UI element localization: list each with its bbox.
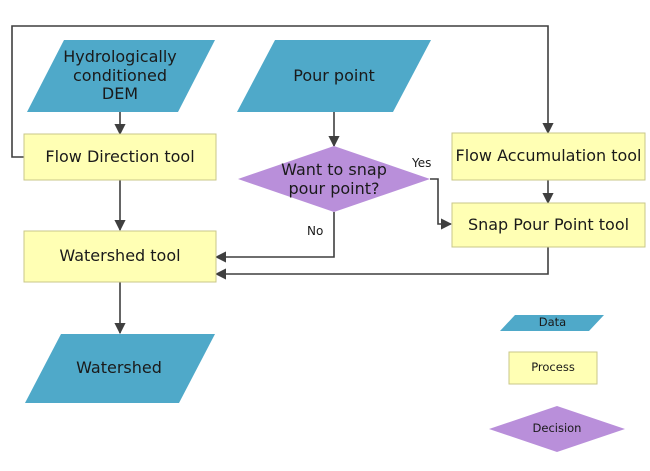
connector-snap-to-watershed-tool: [214, 247, 549, 280]
legend-decision-label: Decision: [532, 421, 582, 436]
node-dem-shape: [27, 40, 215, 112]
node-dem-label: Hydrologically conditioned DEM: [63, 46, 177, 104]
connector-decision-no-to-watershed-tool: [214, 212, 335, 263]
legend-data-shape: [500, 315, 604, 331]
node-pour-point-shape: [237, 40, 431, 112]
node-snap-pour-point-shape: [451, 202, 646, 248]
edge-label-yes: Yes: [412, 156, 432, 170]
legend-data-label: Data: [538, 314, 567, 329]
node-flow-accumulation-shape: [451, 132, 646, 181]
node-watershed-shape: [25, 334, 215, 403]
connector-flow-direction-to-flow-accumulation: [11, 25, 554, 158]
node-decision-shape: [238, 146, 430, 212]
legend-decision-shape: [489, 406, 625, 452]
edge-label-no: No: [307, 224, 324, 238]
node-flow-accumulation-label: Flow Accumulation tool: [455, 146, 642, 166]
node-snap-pour-point-label: Snap Pour Point tool: [467, 214, 630, 234]
node-watershed-label: Watershed: [76, 358, 162, 378]
node-flow-direction-shape: [23, 133, 217, 181]
connector-decision-yes-to-snap: [430, 178, 453, 230]
node-watershed-tool-label: Watershed tool: [59, 246, 181, 266]
legend-process-shape: [508, 351, 598, 385]
node-decision-label: Want to snap pour point?: [281, 160, 387, 198]
legend-process-label: Process: [531, 360, 575, 375]
node-flow-direction-label: Flow Direction tool: [45, 146, 195, 166]
node-watershed-tool-shape: [23, 230, 217, 283]
node-pour-point-label: Pour point: [293, 65, 375, 85]
